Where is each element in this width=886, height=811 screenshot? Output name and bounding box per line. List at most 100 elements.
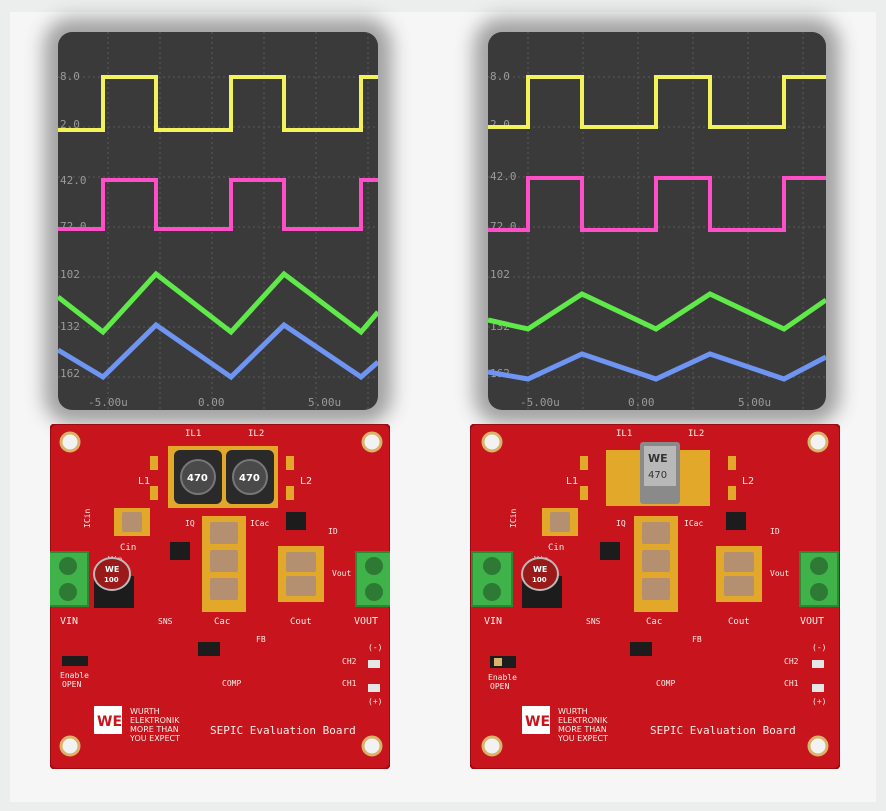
inductor-l1: 470	[174, 450, 222, 504]
tick-label: 0.00	[628, 396, 655, 409]
mosfet	[170, 542, 190, 560]
tick-label: 0.00	[198, 396, 225, 409]
label-cac: Cac	[646, 617, 662, 627]
tick-label: 72.0	[60, 220, 87, 233]
trace-inductor-current-2	[58, 321, 378, 381]
label-iq: IQ	[185, 519, 195, 528]
inductor-value: 470	[648, 470, 667, 481]
cap-brand: WE	[533, 565, 547, 574]
label-il1: IL1	[185, 429, 201, 439]
brand-line: YOU EXPECT	[129, 734, 180, 743]
label-open: OPEN	[490, 682, 509, 691]
y-tick-labels: 8.0 2.0 42.0 72.0 102 132 162	[490, 70, 517, 380]
mosfet	[600, 542, 620, 560]
label-l2: L2	[742, 476, 754, 487]
label-l1: L1	[138, 476, 150, 487]
logo-text: WE	[97, 714, 122, 730]
trace-switch-voltage	[58, 75, 378, 132]
tick-label: 102	[60, 268, 80, 281]
cap-value: 100	[104, 576, 119, 584]
label-icac: ICac	[684, 519, 703, 528]
electrolytic-capacitor: WE 100	[521, 557, 562, 608]
pcb-board-right: WE 470 IL1 IL2 L1 L2 Cin ICin Vin Cac IQ…	[470, 424, 840, 769]
inductor-value: 470	[187, 473, 208, 484]
board-title: SEPIC Evaluation Board	[210, 724, 356, 737]
trace-inductor-current-1	[488, 291, 826, 332]
brand-line: MORE THAN	[558, 725, 607, 734]
label-l2: L2	[300, 476, 312, 487]
brand-line: ELEKTRONIK	[558, 716, 608, 725]
label-fb: FB	[256, 635, 266, 644]
brand-line: WURTH	[130, 707, 160, 716]
we-logo: WE	[94, 706, 122, 734]
label-id: ID	[770, 527, 780, 536]
tick-label: 42.0	[60, 174, 87, 187]
capacitor-cout	[716, 546, 762, 602]
diode	[726, 512, 746, 530]
label-enable: Enable	[488, 673, 517, 682]
oscilloscope-screen-left: 8.0 2.0 42.0 72.0 102 132 162 -5.00u 0.0…	[58, 32, 378, 410]
board-title: SEPIC Evaluation Board	[650, 724, 796, 737]
label-plus: (+)	[368, 697, 382, 706]
y-tick-labels: 8.0 2.0 42.0 72.0 102 132 162	[60, 70, 87, 380]
label-vout: VOUT	[800, 616, 824, 627]
tick-label: 8.0	[60, 70, 80, 83]
label-l1: L1	[566, 476, 578, 487]
diode	[286, 512, 306, 530]
oscilloscope-screen-right: 8.0 2.0 42.0 72.0 102 132 162 -5.00u 0.0…	[488, 32, 826, 410]
tick-label: 2.0	[60, 118, 80, 131]
tick-label: -5.00u	[88, 396, 128, 409]
label-icac: ICac	[250, 519, 269, 528]
trace-diode-voltage	[488, 176, 826, 232]
label-sns: SNS	[586, 617, 601, 626]
brand-line: YOU EXPECT	[557, 734, 608, 743]
electrolytic-capacitor: WE 100	[93, 557, 134, 608]
controller-ic	[198, 642, 220, 656]
label-ch1: CH1	[342, 679, 357, 688]
label-il1: IL1	[616, 429, 632, 439]
label-cin: Cin	[120, 543, 136, 553]
capacitor-cin	[114, 508, 150, 536]
tick-label: 5.00u	[738, 396, 771, 409]
inductor-l2: 470	[226, 450, 274, 504]
tick-label: 42.0	[490, 170, 517, 183]
label-vout-small: Vout	[332, 569, 351, 578]
logo-text: WE	[525, 714, 550, 730]
controller-ic	[630, 642, 652, 656]
label-comp: COMP	[656, 679, 675, 688]
label-vin: VIN	[60, 616, 78, 627]
label-vout-small: Vout	[770, 569, 789, 578]
label-enable: Enable	[60, 671, 89, 680]
label-ch2: CH2	[342, 657, 357, 666]
label-ch1: CH1	[784, 679, 799, 688]
capacitor-cin	[542, 508, 578, 536]
label-il2: IL2	[248, 429, 264, 439]
mounting-holes	[59, 431, 383, 757]
x-tick-labels: -5.00u 0.00 5.00u	[520, 396, 771, 409]
enable-jumper	[62, 656, 88, 666]
terminal-block-vin	[50, 551, 89, 607]
terminal-block-vin	[471, 551, 513, 607]
label-ch2: CH2	[784, 657, 799, 666]
inductor-value: 470	[239, 473, 260, 484]
label-vout: VOUT	[354, 616, 378, 627]
capacitor-cout	[278, 546, 324, 602]
trace-inductor-current-2	[488, 351, 826, 382]
label-sns: SNS	[158, 617, 173, 626]
label-cac: Cac	[214, 617, 230, 627]
label-icin: ICin	[509, 509, 518, 528]
tick-label: 5.00u	[308, 396, 341, 409]
we-logo: WE	[522, 706, 550, 734]
label-iq: IQ	[616, 519, 626, 528]
label-cout: Cout	[728, 617, 750, 627]
cap-value: 100	[532, 576, 547, 584]
trace-inductor-current-1	[58, 270, 378, 336]
tick-label: 102	[490, 268, 510, 281]
label-cin: Cin	[548, 543, 564, 553]
label-open: OPEN	[62, 680, 81, 689]
mounting-holes	[481, 431, 829, 757]
label-minus: (-)	[812, 643, 826, 652]
tick-label: 2.0	[490, 118, 510, 131]
capacitor-cac	[202, 516, 246, 612]
capacitor-cac	[634, 516, 678, 612]
